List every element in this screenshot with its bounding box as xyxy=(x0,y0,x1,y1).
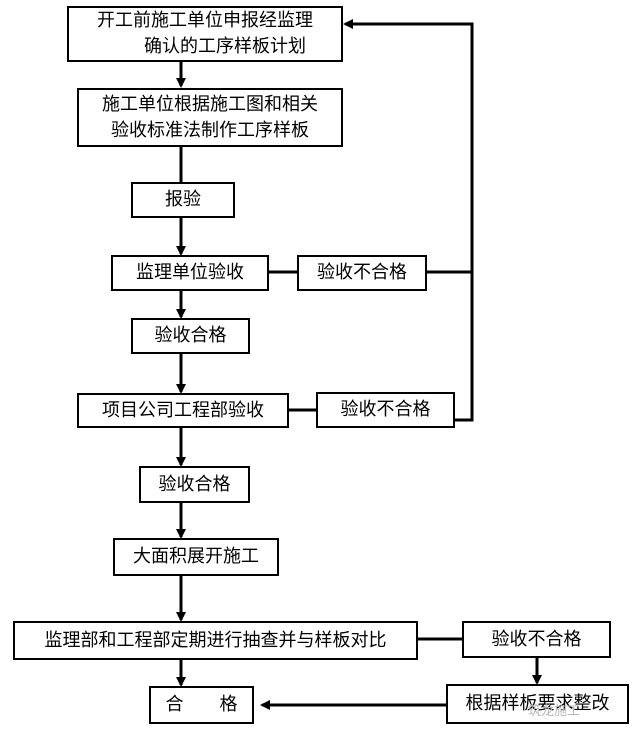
node-supervisor-check: 监理单位验收 xyxy=(111,255,269,291)
node-fail-2: 验收不合格 xyxy=(316,392,455,428)
node-fail-3: 验收不合格 xyxy=(462,621,611,658)
node-pass-1: 验收合格 xyxy=(131,318,250,354)
node-qualified: 合 格 xyxy=(149,686,254,724)
node-make-line2: 验收标准法制作工序样板 xyxy=(111,119,309,141)
node-report: 报验 xyxy=(131,182,235,218)
node-project-check: 项目公司工程部验收 xyxy=(77,393,289,428)
node-pass-2: 验收合格 xyxy=(139,466,250,503)
node-rectify: 根据样板要求整改 xyxy=(446,684,629,724)
watermark-text: 筑龙施工 xyxy=(528,704,581,719)
node-periodic-check: 监理部和工程部定期进行抽查并与样板对比 xyxy=(13,621,418,660)
node-fail-1: 验收不合格 xyxy=(297,255,427,291)
node-plan-line1: 开工前施工单位申报经监理 xyxy=(97,10,313,31)
node-plan-line2: 确认的工序样板计划 xyxy=(144,36,306,57)
node-mass-construction: 大面积展开施工 xyxy=(113,538,279,576)
feedback-line-fail2 xyxy=(455,272,474,422)
node-make: 施工单位根据施工图和相关 验收标准法制作工序样板 xyxy=(77,88,343,147)
node-make-line1: 施工单位根据施工图和相关 xyxy=(102,93,318,115)
node-plan: 开工前施工单位申报经监理 确认的工序样板计划 xyxy=(67,6,343,62)
feedback-loop-to-plan xyxy=(343,19,474,274)
